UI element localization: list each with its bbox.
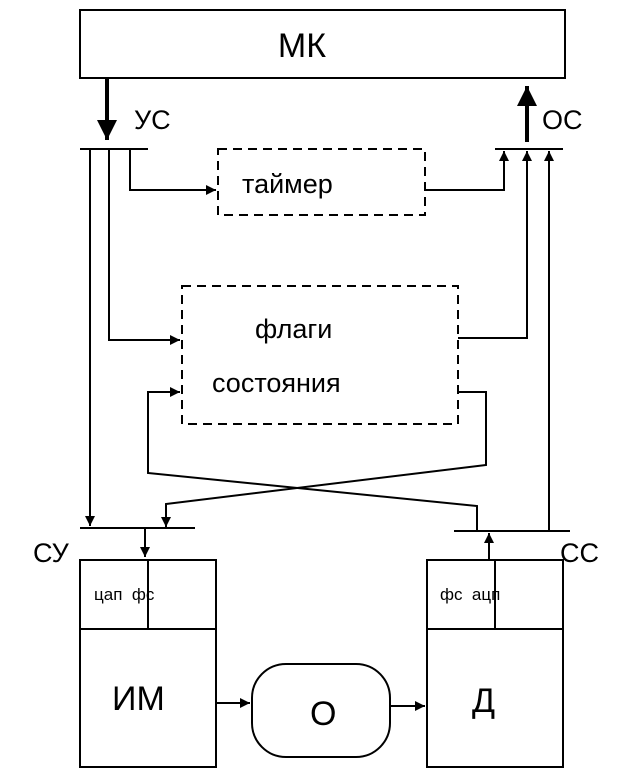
os-label: ОС xyxy=(542,105,583,135)
su-bus: СУ xyxy=(33,527,195,568)
fs-atsp-label: фс ацп xyxy=(440,585,500,604)
im-block: цап фс ИМ xyxy=(79,559,217,768)
flags-block: флаги состояния xyxy=(181,285,459,425)
tsap-fs-label: цап фс xyxy=(94,585,155,604)
ss-bus: СС xyxy=(454,530,599,568)
us-connections xyxy=(85,149,216,526)
o-block: О xyxy=(251,663,391,758)
ss-label: СС xyxy=(560,538,599,568)
os-bus: ОС xyxy=(495,86,583,150)
im-label: ИМ xyxy=(112,680,165,718)
flags-label-line1: флаги xyxy=(255,314,332,344)
timer-block: таймер xyxy=(217,148,426,216)
o-label: О xyxy=(310,695,336,733)
flags-label-line2: состояния xyxy=(212,368,341,398)
timer-label: таймер xyxy=(242,169,333,199)
us-to-timer-line xyxy=(129,149,216,195)
mk-block: МК xyxy=(79,9,566,79)
su-label: СУ xyxy=(33,538,70,568)
flags-to-os-line xyxy=(458,151,532,339)
d-label: Д xyxy=(472,682,495,720)
mk-label: МК xyxy=(278,27,326,65)
process-flow xyxy=(216,698,425,711)
timer-to-os-line xyxy=(425,151,509,191)
us-bus: УС xyxy=(80,78,171,150)
cross-connections xyxy=(147,387,487,531)
ss-to-flags-line xyxy=(147,387,478,531)
us-to-flags-line xyxy=(108,149,180,345)
flags-to-su-line xyxy=(161,391,487,527)
us-label: УС xyxy=(134,105,171,135)
os-connections xyxy=(425,151,554,530)
d-block: фс ацп Д xyxy=(426,559,564,768)
